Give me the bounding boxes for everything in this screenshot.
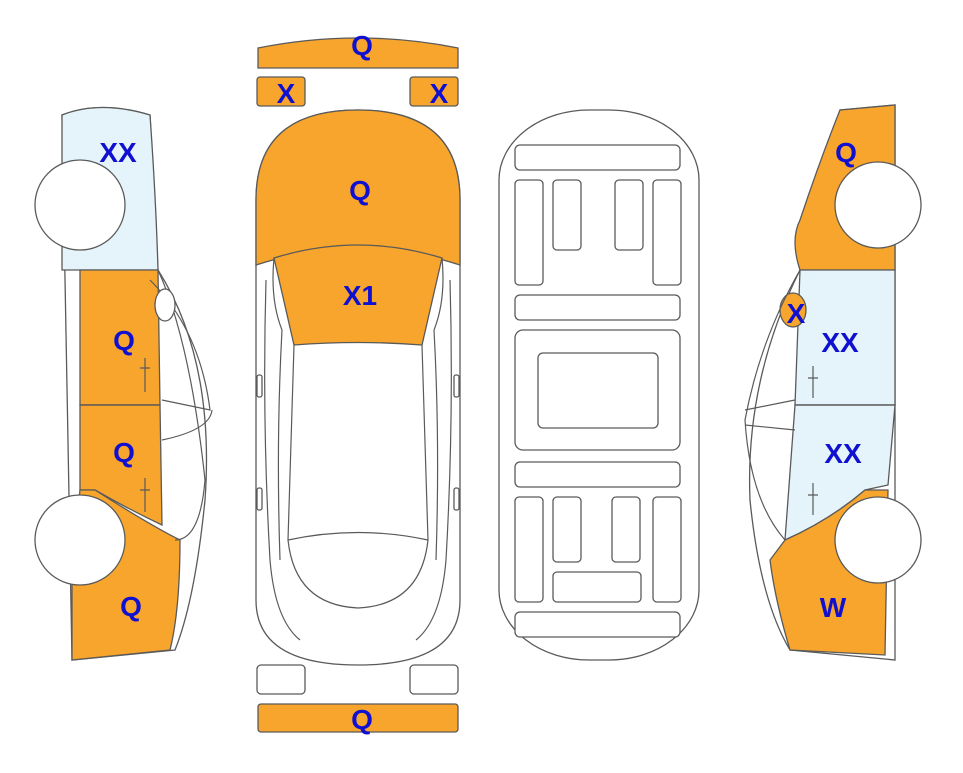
left-mirror <box>256 374 263 398</box>
underside-block-6 <box>552 496 582 563</box>
underside-center-box <box>537 352 659 429</box>
rear-bumper-panel[interactable] <box>257 703 459 733</box>
underside-block-1 <box>514 179 544 286</box>
left-rear-wheel <box>34 159 126 251</box>
left-front-door-code: Q <box>113 437 135 468</box>
left-front-fender-code: Q <box>120 591 142 622</box>
front-right-corner-code: X <box>430 78 449 109</box>
right-mirror-code: X <box>787 298 806 329</box>
right-rear-door-code: XX <box>821 327 859 358</box>
right-front-fender-code: W <box>820 592 847 623</box>
underside-bar-2 <box>514 294 681 321</box>
front-bumper-code: Q <box>351 30 373 61</box>
underside-block-3 <box>614 179 644 251</box>
left-front-wheel <box>34 494 126 586</box>
right-handle-top <box>453 487 460 511</box>
underside-front-bar <box>514 144 681 171</box>
right-front-wheel <box>834 496 922 584</box>
underside-block-9 <box>552 571 642 603</box>
top-view <box>255 37 461 733</box>
roof-outline <box>287 344 429 541</box>
rear-window-outline <box>287 539 429 609</box>
left-rear-handle <box>140 358 150 392</box>
right-inner-line <box>433 257 444 561</box>
left-side-line <box>264 279 301 641</box>
underside-block-2 <box>552 179 582 251</box>
right-front-door-code: XX <box>824 438 862 469</box>
right-side-view <box>744 104 922 661</box>
right-rear-quarter-code: Q <box>835 137 857 168</box>
right-window-line <box>744 269 801 541</box>
underside-rear-bar <box>514 611 681 638</box>
front-bumper-panel[interactable] <box>257 37 459 69</box>
front-right-corner-panel[interactable] <box>409 76 459 107</box>
left-mirror-shape <box>154 288 176 322</box>
underside-block-8 <box>652 496 682 603</box>
left-handle <box>256 487 263 511</box>
rear-bumper-code: Q <box>351 704 373 735</box>
right-pillar-line <box>744 399 796 431</box>
left-side-view <box>34 106 213 661</box>
front-left-corner-panel[interactable] <box>256 76 306 107</box>
right-front-handle <box>808 483 818 515</box>
underside-block-4 <box>652 179 682 286</box>
hood-code: Q <box>349 175 371 206</box>
underside-view <box>498 109 700 661</box>
underside-block-5 <box>514 496 544 603</box>
right-rear-wheel <box>834 161 922 249</box>
left-front-handle <box>140 478 150 512</box>
right-side-line <box>415 279 452 641</box>
right-mirror-top <box>453 374 460 398</box>
left-inner-line <box>272 257 283 561</box>
rear-right-lamp <box>409 664 459 695</box>
damage-labels: Q X X Q X1 Q XX Q Q Q Q X XX XX W <box>99 30 862 735</box>
left-rear-door-code: Q <box>113 325 135 356</box>
left-rear-quarter-window-code: XX <box>99 137 137 168</box>
underside-block-7 <box>611 496 641 563</box>
right-rear-handle <box>808 366 818 398</box>
windshield-code: X1 <box>343 280 377 311</box>
underside-bar-3 <box>514 461 681 488</box>
front-left-corner-code: X <box>277 78 296 109</box>
rear-left-lamp <box>256 664 306 695</box>
